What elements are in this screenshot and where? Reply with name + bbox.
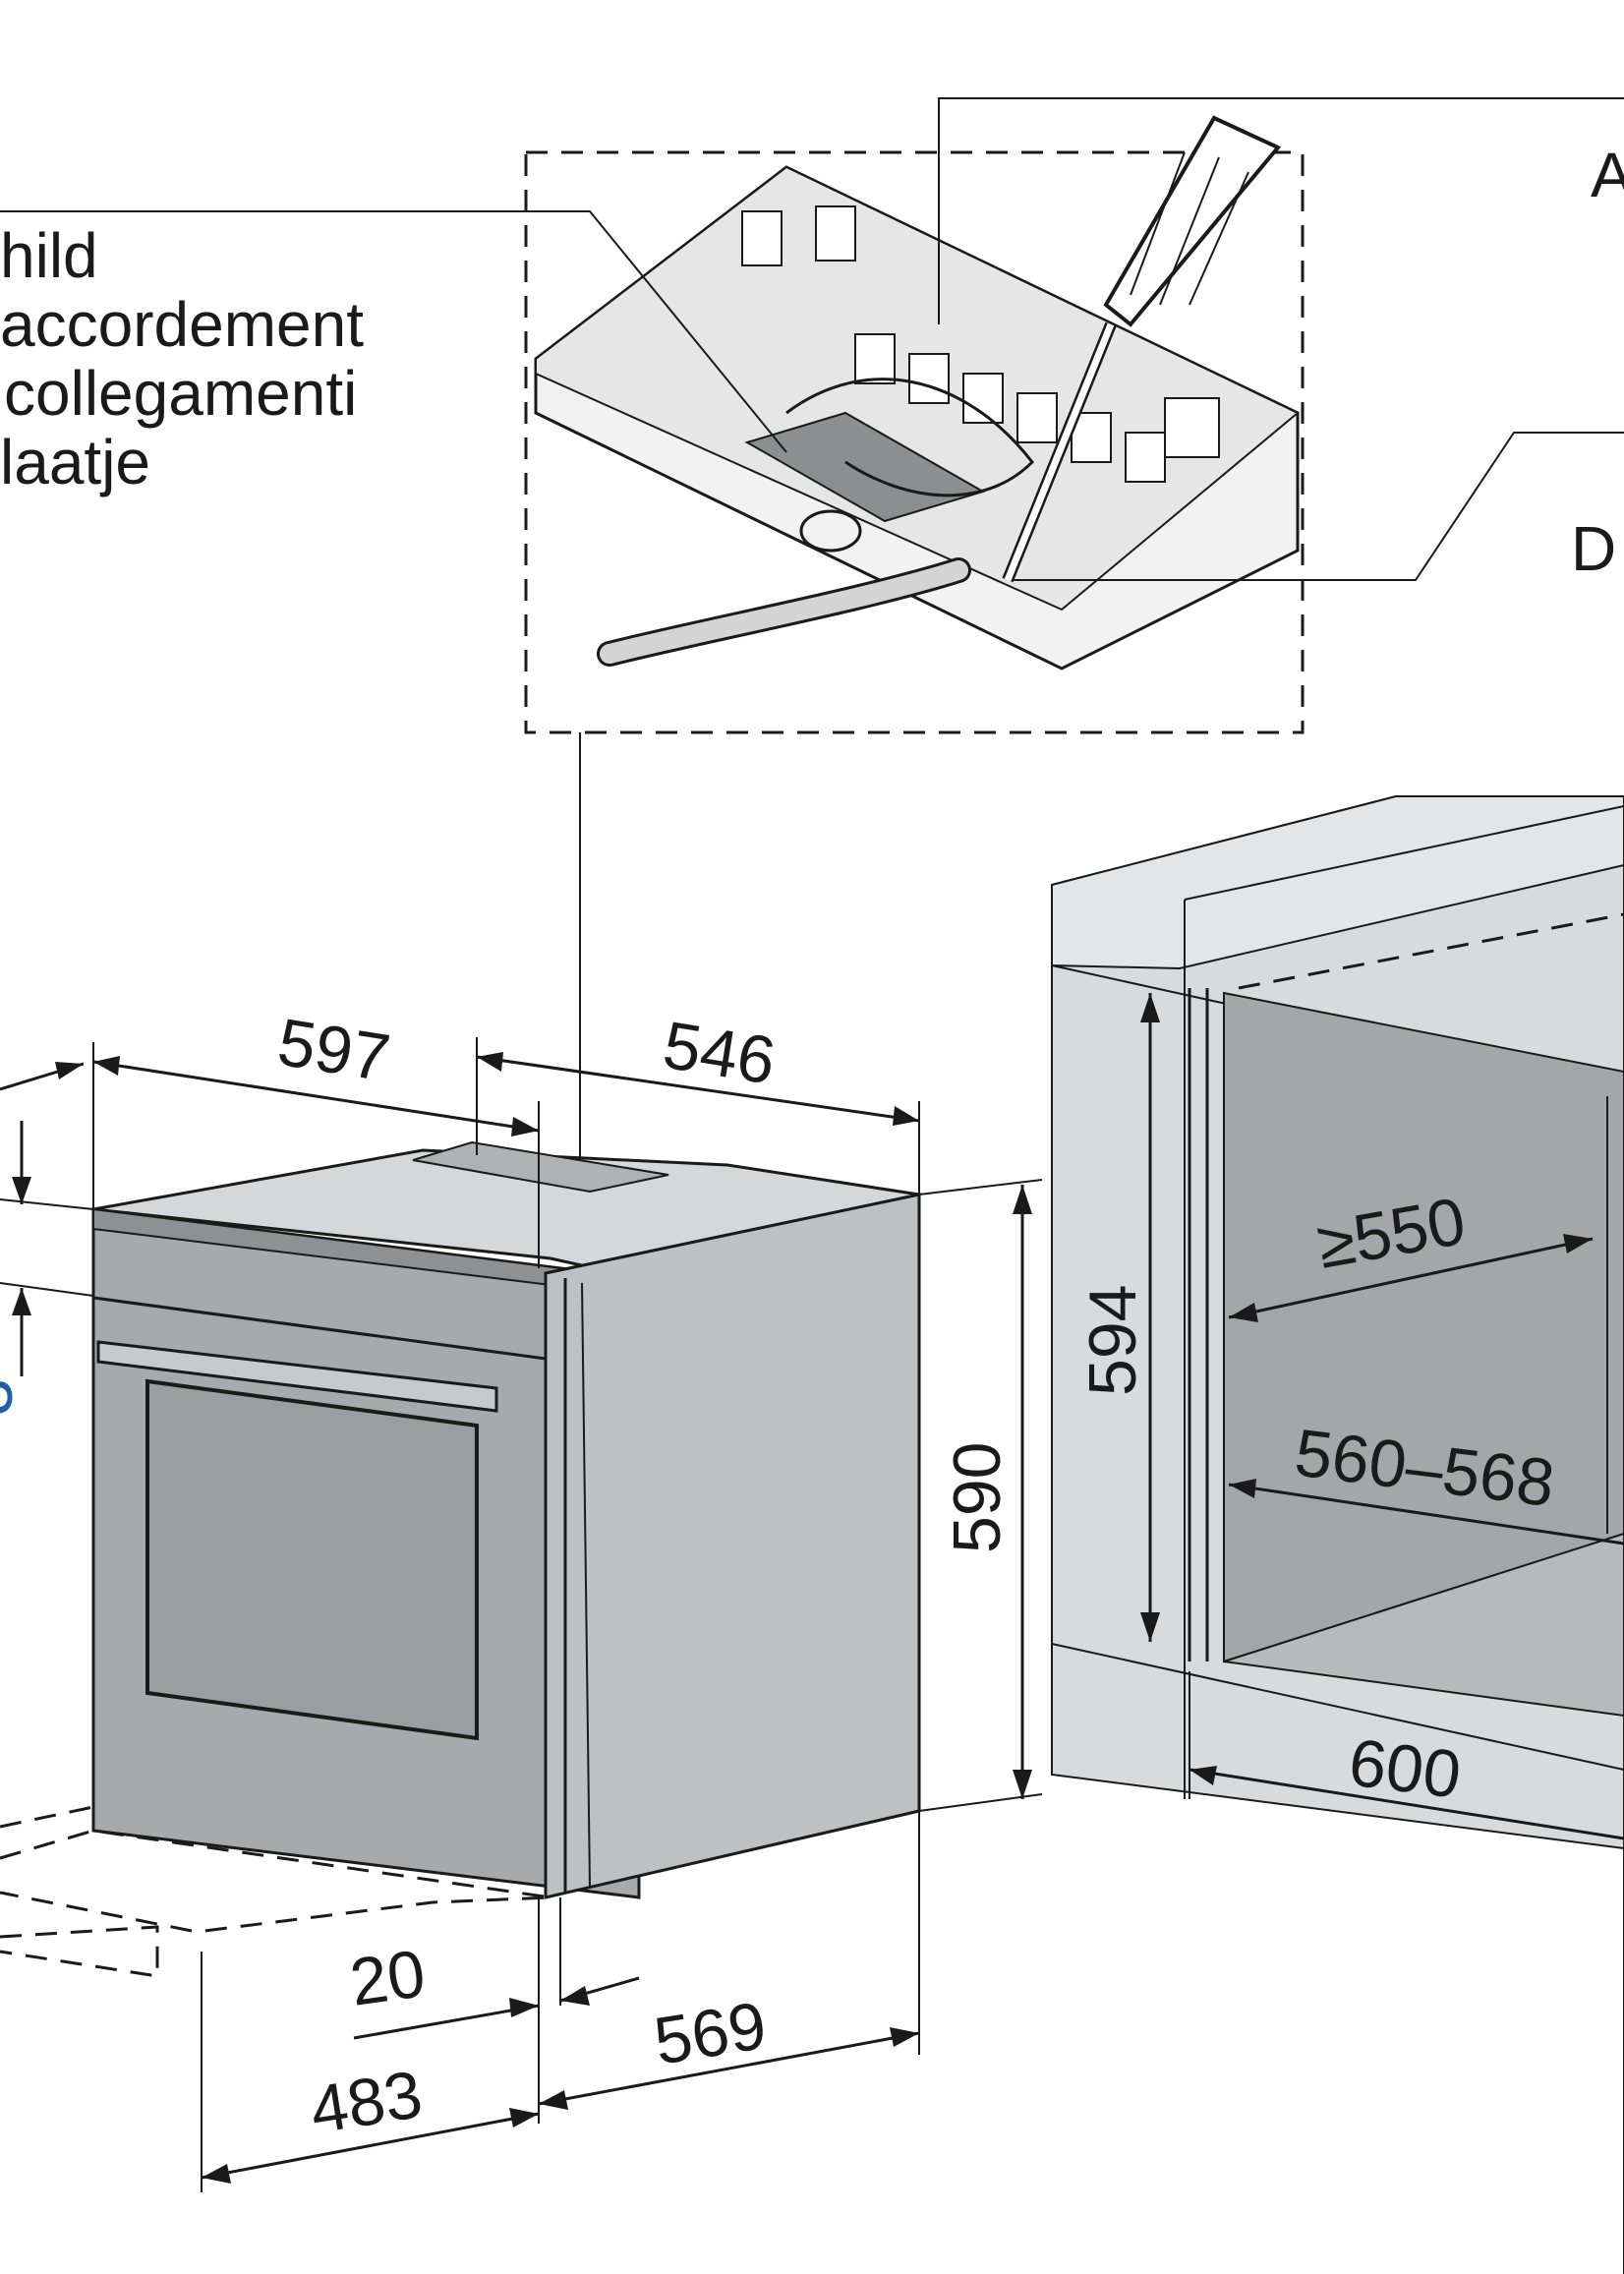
callout-label-mid: D	[1571, 513, 1616, 584]
oven-side	[544, 1193, 921, 1899]
terminal-block	[854, 333, 1166, 483]
callout-label-top: A	[1591, 140, 1624, 210]
dim-oven-width: 597	[273, 1005, 395, 1096]
dim-niche-height: 594	[1075, 1285, 1150, 1396]
cabinet-niche	[1223, 991, 1624, 1663]
dim-depth-total: 569	[649, 1988, 771, 2079]
dim-depth-body: 483	[305, 2057, 427, 2148]
terminal-box-detail	[524, 115, 1305, 734]
dim-left-small: 3	[0, 1378, 27, 1416]
oven-drawing	[0, 1140, 921, 1978]
terminal-label-line-2: accordement	[0, 289, 364, 360]
terminal-label-line-1: hild	[0, 220, 98, 291]
callout-line-right	[1013, 432, 1624, 581]
terminal-label-line-3: collegamenti	[4, 358, 357, 429]
cabinet-drawing	[1051, 795, 1624, 2274]
screwdriver-icon	[1002, 115, 1282, 583]
oven-handle	[96, 1340, 498, 1413]
dim-cabinet-width: 600	[1345, 1724, 1465, 1812]
callout-line-top	[938, 97, 1624, 324]
dim-oven-height: 590	[940, 1442, 1015, 1553]
dim-depth-front: 20	[346, 1936, 430, 2020]
terminal-label-line-4: laatje	[0, 427, 150, 497]
oven-dimensions: 597 546 590 3 20 569 483	[0, 1005, 1043, 2192]
dim-oven-depth-top: 546	[659, 1008, 781, 1099]
callout-line-left	[0, 210, 787, 453]
oven-window	[145, 1378, 479, 1741]
detail-frame	[524, 150, 1305, 734]
